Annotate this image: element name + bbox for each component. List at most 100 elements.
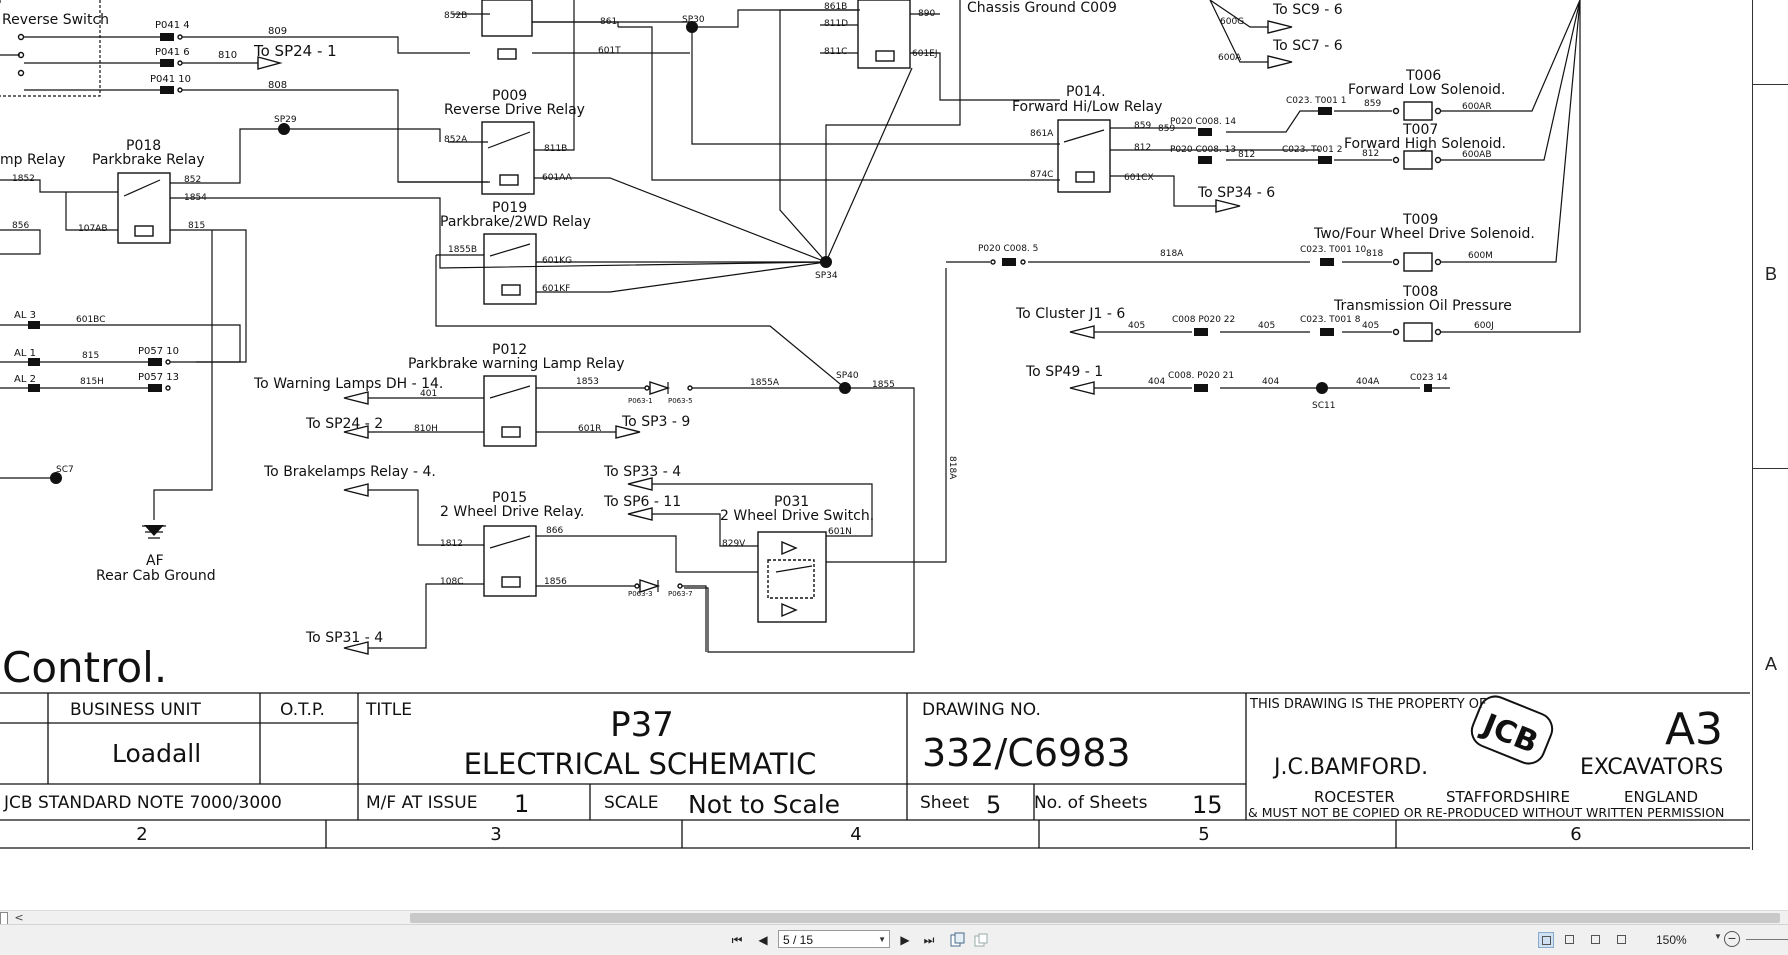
solenoid-t006-t007: 859 P020 C008. 14 P020 C008. 13 812 C023… bbox=[1158, 0, 1581, 170]
wire-label: 601R bbox=[578, 424, 601, 434]
splice-sp30: SP30 bbox=[532, 9, 1060, 181]
connector-label: P057 10 bbox=[138, 346, 179, 357]
wire-label: 601BC bbox=[76, 315, 105, 325]
sheets-value: 15 bbox=[1192, 791, 1223, 819]
relay-id: P009 bbox=[492, 88, 527, 104]
relay-name: mp Relay bbox=[0, 152, 65, 168]
single-page-view-icon[interactable] bbox=[1538, 932, 1554, 948]
wire-label: 600A bbox=[1218, 53, 1242, 63]
destination-label: To SP6 - 11 bbox=[603, 494, 681, 510]
relay-name: Reverse Drive Relay bbox=[444, 102, 585, 118]
connector-label: P063-1 bbox=[628, 397, 653, 405]
solenoid-name: Two/Four Wheel Drive Solenoid. bbox=[1313, 226, 1535, 242]
wire-label: 852A bbox=[444, 135, 468, 145]
destination-label: To SP49 - 1 bbox=[1025, 364, 1103, 380]
zone-label-b: B bbox=[1764, 264, 1777, 284]
horizontal-scrollbar[interactable]: < bbox=[0, 910, 1788, 925]
zone-label-a: A bbox=[1764, 654, 1777, 674]
connector-label: P063-5 bbox=[668, 397, 693, 405]
town: ROCESTER bbox=[1314, 788, 1395, 806]
scale-value: Not to Scale bbox=[688, 790, 840, 819]
zoom-slider[interactable] bbox=[1746, 939, 1788, 940]
page-number-dropdown[interactable]: 5 / 15 ▼ bbox=[778, 930, 890, 948]
scroll-left-arrow[interactable]: < bbox=[14, 911, 24, 924]
wire-label: 1855A bbox=[750, 378, 780, 388]
wire-label: 811B bbox=[544, 144, 567, 154]
wire-label: 404 bbox=[1148, 377, 1165, 387]
continuous-view-icon[interactable] bbox=[1562, 932, 1578, 948]
mf-label: M/F AT ISSUE bbox=[366, 793, 477, 813]
relay-top-center: 852B 861 601T bbox=[444, 0, 690, 60]
copy-notice: & MUST NOT BE COPIED OR RE-PRODUCED WITH… bbox=[1248, 805, 1724, 820]
wire-label: 856 bbox=[12, 221, 29, 231]
wire-label: 601EJ bbox=[912, 49, 938, 59]
wire-label: 405 bbox=[1128, 321, 1145, 331]
connector-label: C023. T001 1 bbox=[1286, 96, 1346, 106]
continuous-facing-view-icon[interactable] bbox=[1614, 932, 1630, 948]
connector-label: AL 3 bbox=[14, 310, 36, 321]
wire-label: 859 bbox=[1364, 99, 1381, 109]
destination-label: To Warning Lamps DH - 14. bbox=[253, 376, 443, 392]
column-number: 2 bbox=[136, 824, 147, 845]
drawing-title-line2: ELECTRICAL SCHEMATIC bbox=[464, 747, 817, 781]
relay-name: Forward Hi/Low Relay bbox=[1012, 99, 1162, 115]
ground-id: AF bbox=[146, 553, 164, 569]
relay-name: 2 Wheel Drive Relay. bbox=[440, 504, 584, 520]
destination-label: To Brakelamps Relay - 4. bbox=[263, 464, 436, 480]
wire-label: 809 bbox=[268, 26, 287, 37]
sheets-label: No. of Sheets bbox=[1034, 793, 1148, 813]
page-thumbnail-icon[interactable] bbox=[948, 932, 966, 948]
destination-label: To SC7 - 6 bbox=[1272, 38, 1343, 54]
last-page-button[interactable]: ⏭ bbox=[923, 933, 935, 947]
splice-label: SC11 bbox=[1312, 401, 1335, 411]
drawing-no-label: DRAWING NO. bbox=[922, 700, 1041, 720]
sheet-value: 5 bbox=[986, 791, 1001, 819]
zoom-level[interactable]: 150% bbox=[1656, 933, 1687, 947]
relay-p014: P014. Forward Hi/Low Relay 861A 874C 859… bbox=[1012, 84, 1320, 213]
wire-label: 874C bbox=[1030, 170, 1053, 180]
connector-label: AL 1 bbox=[14, 348, 36, 359]
previous-page-button[interactable]: ◀ bbox=[758, 933, 768, 947]
division: EXCAVATORS bbox=[1580, 755, 1723, 780]
wire-label: 815H bbox=[80, 377, 104, 387]
splice-label: SP40 bbox=[836, 371, 859, 381]
facing-view-icon[interactable] bbox=[1588, 932, 1604, 948]
switch-name: 2 Wheel Drive Switch. bbox=[720, 508, 874, 524]
wire-label: 812 bbox=[1134, 143, 1151, 153]
county: STAFFORDSHIRE bbox=[1446, 788, 1570, 806]
wire-label: 815 bbox=[82, 351, 99, 361]
relay-top-right: 861B 811D 811C 890 601EJ Chassis Ground … bbox=[779, 0, 1117, 263]
wire-label: 811D bbox=[824, 19, 848, 29]
column-number: 3 bbox=[490, 824, 501, 845]
switch-p031: To SP33 - 4 To SP6 - 11 P031 2 Wheel Dri… bbox=[603, 268, 957, 623]
relay-id: P014. bbox=[1066, 84, 1106, 100]
column-number: 4 bbox=[850, 824, 861, 845]
column-number: 5 bbox=[1198, 824, 1209, 845]
zoom-dropdown-icon[interactable]: ▼ bbox=[1714, 932, 1722, 941]
connector-label: C008. P020 21 bbox=[1168, 371, 1234, 381]
connector-label: C023 14 bbox=[1410, 373, 1448, 383]
next-page-button[interactable]: ▶ bbox=[900, 933, 910, 947]
destination-label: To Cluster J1 - 6 bbox=[1015, 306, 1125, 322]
wire-label: 107AB bbox=[78, 224, 108, 234]
wire-label: 601N bbox=[828, 527, 852, 537]
splice-sp34: SP34 bbox=[815, 67, 913, 281]
splice-sp40: SP40 bbox=[684, 371, 915, 653]
sheet-size: A3 bbox=[1665, 704, 1723, 755]
solenoid-name: Forward High Solenoid. bbox=[1344, 136, 1506, 152]
splice-sp29: SP29 bbox=[170, 115, 441, 184]
scrollbar-thumb[interactable] bbox=[410, 913, 1780, 923]
solenoid-t009: P020 C008. 5 818A C023. T001 10 818 T009… bbox=[946, 0, 1581, 272]
zoom-out-button[interactable]: − bbox=[1724, 931, 1740, 947]
solenoid-id: T009 bbox=[1402, 212, 1438, 228]
document-viewport[interactable]: Reverse Switch P041 4 P041 6 P041 10 809… bbox=[0, 0, 1788, 910]
wire-label: 405 bbox=[1258, 321, 1275, 331]
business-unit-value: Loadall bbox=[112, 739, 201, 768]
relay-p009: P009 Reverse Drive Relay 852A 811B 601AA bbox=[398, 0, 827, 263]
connector-label: P020 C008. 14 bbox=[1170, 117, 1236, 127]
country: ENGLAND bbox=[1624, 788, 1698, 806]
wire-label: 404A bbox=[1356, 377, 1380, 387]
page-copy-icon[interactable] bbox=[972, 932, 990, 948]
reverse-switch: Reverse Switch bbox=[0, 0, 109, 97]
first-page-button[interactable]: ⏮ bbox=[731, 933, 743, 947]
